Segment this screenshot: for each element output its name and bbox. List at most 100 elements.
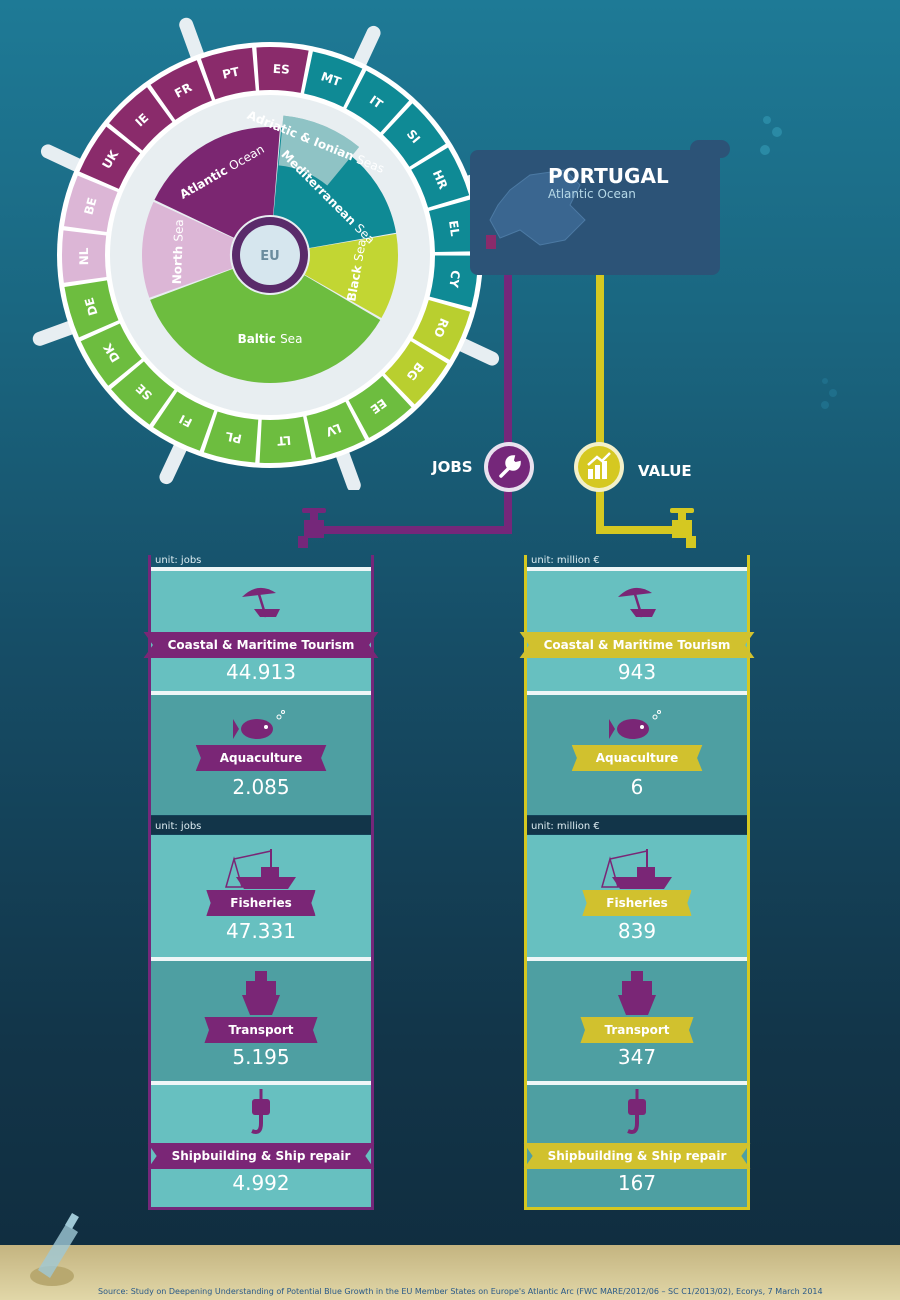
sector-transport: Transport 347 <box>527 961 747 1081</box>
sea-label: North Sea <box>170 219 186 284</box>
sector-value: 943 <box>617 660 657 684</box>
sea-segment <box>142 201 234 298</box>
country-label: NL <box>77 247 91 265</box>
country-label: CY <box>446 269 462 288</box>
wrench-icon <box>484 442 534 492</box>
sector-transport: Transport 5.195 <box>151 961 371 1081</box>
sector-label: Coastal & Maritime Tourism <box>143 632 379 658</box>
value-label: VALUE <box>638 462 692 480</box>
ship-icon <box>242 971 280 1015</box>
fishing-boat-icon <box>601 849 672 889</box>
sector-tourism: Coastal & Maritime Tourism 44.913 <box>143 571 379 691</box>
country-segment-cy <box>429 255 478 308</box>
sector-label: Coastal & Maritime Tourism <box>519 632 755 658</box>
country-segment-hr <box>411 147 470 208</box>
sector-aquaculture: Aquaculture 2.085 <box>151 695 371 815</box>
country-segment-se <box>111 361 175 425</box>
country-segment-bg <box>384 341 448 405</box>
sector-value: 167 <box>617 1171 657 1195</box>
sector-shipbuilding: Shipbuilding & Ship repair 167 <box>523 1085 751 1207</box>
sea-label: Black Sea <box>344 238 369 302</box>
unit-label: unit: million € <box>531 821 600 832</box>
sector-value: 347 <box>617 1045 657 1069</box>
crane-hook-icon <box>251 1089 270 1134</box>
sector-label: Shipbuilding & Ship repair <box>147 1143 375 1169</box>
beach-umbrella-icon <box>618 587 656 618</box>
country-segment-pl <box>203 411 259 463</box>
country-label: PL <box>224 429 243 446</box>
bubbles-icon <box>760 116 782 155</box>
ship-icon <box>618 971 656 1015</box>
message-bottle-icon <box>30 1212 79 1286</box>
country-label: BE <box>81 196 99 216</box>
divider-band <box>151 816 371 834</box>
unit-label: unit: jobs <box>155 555 202 566</box>
country-segment-dk <box>80 323 142 386</box>
jobs-column: unit: jobs Coastal & Maritime Tourism 44… <box>143 555 379 1210</box>
separator <box>527 691 747 695</box>
sector-label: Transport <box>204 1017 318 1043</box>
country-label: PT <box>221 64 241 81</box>
country-segment-nl <box>61 230 107 283</box>
separator <box>151 567 371 571</box>
crane-hook-icon <box>627 1089 646 1134</box>
separator <box>527 1081 747 1085</box>
jobs-label: JOBS <box>432 458 473 476</box>
country-segment-es <box>256 47 309 93</box>
sea-segment <box>150 269 381 383</box>
divider-band <box>527 816 747 834</box>
separator <box>527 957 747 961</box>
country-segment-ie <box>109 87 173 151</box>
country-segment-fi <box>153 391 215 451</box>
portugal-banner <box>470 140 730 275</box>
country-segment-lv <box>306 401 366 458</box>
country-segment-el <box>429 199 478 253</box>
sector-shipbuilding: Shipbuilding & Ship repair 4.992 <box>147 1085 375 1207</box>
sector-value: 5.195 <box>232 1045 290 1069</box>
country-segment-uk <box>79 126 141 189</box>
separator <box>527 567 747 571</box>
sector-label: Transport <box>580 1017 694 1043</box>
country-label: ES <box>272 62 290 77</box>
sector-fisheries: Fisheries 47.331 <box>151 835 371 957</box>
growth-chart-icon <box>574 442 624 492</box>
source-footnote: Source: Study on Deepening Understanding… <box>98 1287 823 1296</box>
country-segment-lt <box>259 416 312 463</box>
beach-umbrella-icon <box>242 587 280 618</box>
europe-map-icon <box>486 169 586 249</box>
sand-floor <box>0 1245 900 1300</box>
sector-label: Aquaculture <box>571 745 703 771</box>
country-segment-de <box>64 280 119 338</box>
separator <box>151 1081 371 1085</box>
sea-segment <box>154 126 281 238</box>
eu-label: EU <box>260 249 279 264</box>
country-segment-fr <box>150 60 212 120</box>
sector-label: Aquaculture <box>195 745 327 771</box>
country-label: RO <box>431 316 451 339</box>
country-label: LV <box>323 421 343 440</box>
sector-label: Fisheries <box>582 890 692 916</box>
country-segment-it <box>346 70 410 133</box>
sector-label: Fisheries <box>206 890 316 916</box>
country-segment-be <box>64 175 118 233</box>
sector-value: 47.331 <box>226 919 296 943</box>
sea-label: Baltic Sea <box>238 332 303 346</box>
country-label: DE <box>82 296 100 317</box>
sector-value: 4.992 <box>232 1171 290 1195</box>
fishing-boat-icon <box>225 849 296 889</box>
country-segment-ee <box>348 375 412 438</box>
fish-icon <box>233 710 285 739</box>
country-segment-mt <box>304 51 363 108</box>
sector-label: Shipbuilding & Ship repair <box>523 1143 751 1169</box>
fish-icon <box>609 710 661 739</box>
country-label: FI <box>177 412 195 430</box>
sector-value: 839 <box>617 919 657 943</box>
sea-segment <box>278 115 360 186</box>
country-segment-si <box>382 103 446 167</box>
sector-value: 44.913 <box>226 660 296 684</box>
country-title: PORTUGAL <box>548 164 669 188</box>
sector-value: 6 <box>630 775 644 799</box>
wheel-hub <box>240 225 300 285</box>
country-segment-pt <box>200 47 256 100</box>
